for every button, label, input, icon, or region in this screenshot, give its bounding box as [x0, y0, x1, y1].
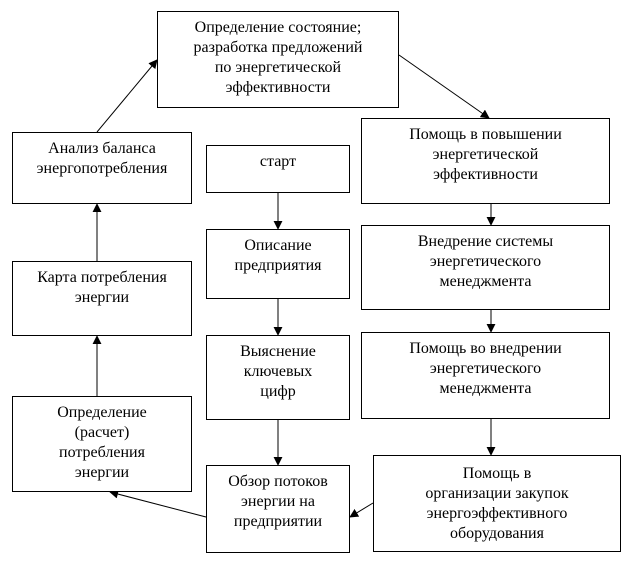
node-key-figures-text: Выяснение ключевых цифр: [240, 343, 316, 400]
node-start-text: старт: [259, 153, 297, 170]
arrow-assessment-to-efficiency-help: [398, 54, 490, 119]
node-ems-help: Помощь во внедрении энергетического мене…: [361, 332, 610, 419]
node-energy-flows-text: Обзор потоков энергии на предприятии: [228, 473, 328, 530]
node-energy-flows: Обзор потоков энергии на предприятии: [206, 465, 350, 553]
node-consumption-map-text: Карта потребления энергии: [37, 269, 167, 306]
node-efficiency-help: Помощь в повышении энергетической эффект…: [361, 118, 610, 204]
node-ems-introduction-text: Внедрение системы энергетического менедж…: [417, 233, 554, 290]
node-start: старт: [206, 145, 350, 193]
node-consumption-calc-text: Определение (расчет) потребления энергии: [57, 404, 147, 481]
node-ems-help-text: Помощь во внедрении энергетического мене…: [409, 340, 562, 397]
node-assessment: Определение состояние; разработка предло…: [157, 11, 399, 108]
node-ems-introduction: Внедрение системы энергетического менедж…: [361, 225, 610, 310]
node-balance-analysis-text: Анализ баланса энергопотребления: [36, 140, 168, 177]
arrow-energy-flows-to-consumption-calc: [109, 489, 207, 518]
node-enterprise-description: Описание предприятия: [206, 229, 350, 299]
arrow-procurement-help-to-energy-flows: [349, 502, 374, 518]
node-enterprise-description-text: Описание предприятия: [234, 237, 322, 274]
node-procurement-help: Помощь в организации закупок энергоэффек…: [373, 455, 621, 552]
node-consumption-map: Карта потребления энергии: [12, 261, 192, 336]
node-balance-analysis: Анализ баланса энергопотребления: [12, 132, 192, 204]
node-assessment-text: Определение состояние; разработка предло…: [193, 19, 363, 96]
node-consumption-calc: Определение (расчет) потребления энергии: [12, 396, 192, 492]
node-efficiency-help-text: Помощь в повышении энергетической эффект…: [409, 126, 562, 183]
node-procurement-help-text: Помощь в организации закупок энергоэффек…: [425, 464, 569, 542]
node-key-figures: Выяснение ключевых цифр: [206, 335, 350, 420]
arrow-balance-analysis-to-assessment: [96, 59, 158, 133]
